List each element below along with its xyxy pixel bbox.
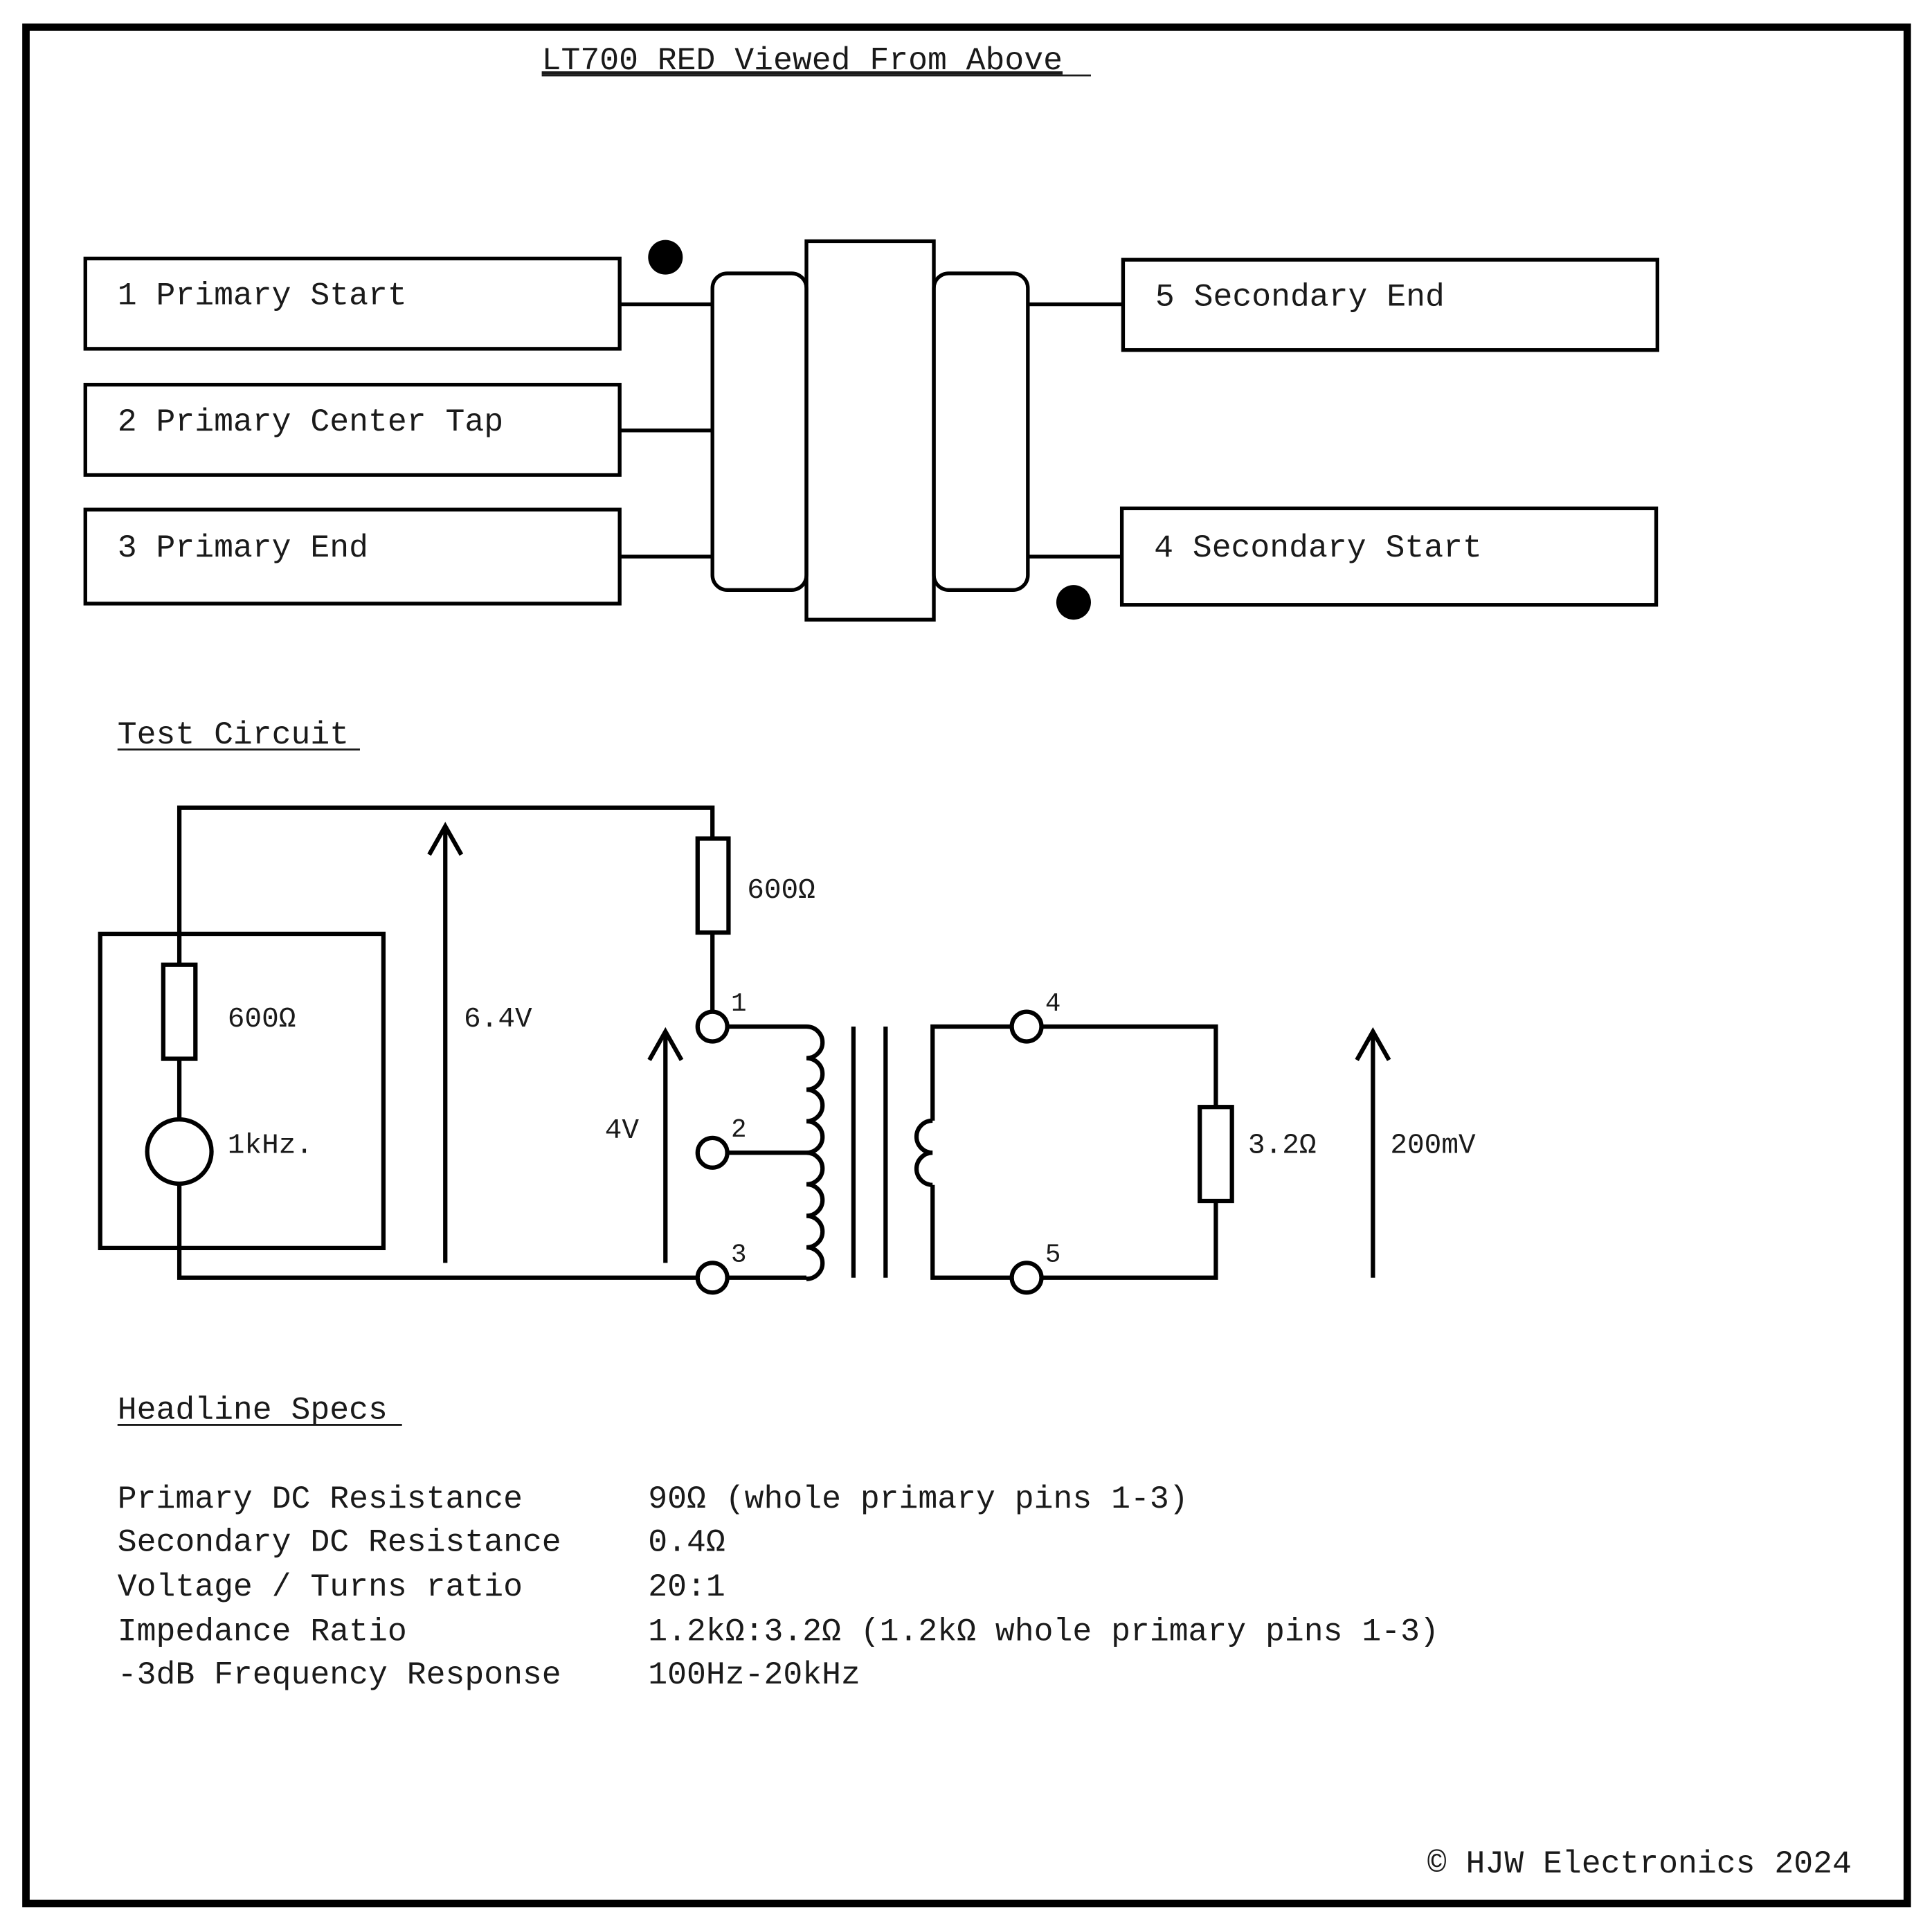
- secondary-winding: [914, 1118, 933, 1187]
- primary-winding: [806, 1024, 825, 1281]
- source-frequency-label: 1kHz.: [228, 1130, 313, 1162]
- pin-label-5: 5 Secondary End: [1155, 278, 1445, 315]
- wire-top: [177, 805, 715, 965]
- terminal-5: [1009, 1261, 1044, 1295]
- generator-box: [98, 931, 386, 1251]
- terminal-label-4: 4: [1045, 990, 1061, 1019]
- pin-label-3: 3 Primary End: [118, 530, 368, 566]
- load-wire-top: [1041, 1024, 1218, 1108]
- series-resistor-label: 600Ω: [747, 875, 815, 907]
- pinout-view: [83, 239, 1660, 622]
- test-circuit-heading: Test Circuit: [118, 716, 349, 753]
- spec-value: 0.4Ω: [648, 1524, 725, 1561]
- copyright-footer: © HJW Electronics 2024: [1427, 1845, 1852, 1882]
- spec-value: 1.2kΩ:3.2Ω (1.2kΩ whole primary pins 1-3…: [648, 1613, 1439, 1650]
- terminal-3: [695, 1261, 730, 1295]
- arrowhead-primary-voltage: [647, 1027, 684, 1061]
- secondary-bobbin: [932, 271, 1030, 592]
- terminal-4: [1009, 1009, 1044, 1044]
- ac-source: [145, 1117, 214, 1186]
- spec-value: 100Hz-20kHz: [648, 1656, 860, 1693]
- spec-name: Impedance Ratio: [118, 1613, 407, 1650]
- series-resistor: [695, 836, 731, 935]
- load-resistor-label: 3.2Ω: [1248, 1130, 1317, 1162]
- terminal-label-2: 2: [731, 1116, 747, 1145]
- load-wire-bottom: [1041, 1200, 1218, 1280]
- secondary-wire-bottom: [930, 1184, 1012, 1280]
- terminal-1: [695, 1009, 730, 1044]
- pin-label-2: 2 Primary Center Tap: [118, 404, 503, 440]
- primary-voltage-label: 4V: [605, 1115, 640, 1147]
- terminal-label-1: 1: [731, 990, 747, 1019]
- terminal-2: [695, 1135, 730, 1170]
- page-frame: [22, 23, 1911, 1908]
- source-resistor-label: 600Ω: [228, 1004, 296, 1036]
- wire-bottom: [177, 1183, 698, 1280]
- spec-name: Primary DC Resistance: [118, 1481, 523, 1517]
- source-voltage-label: 6.4V: [464, 1004, 532, 1036]
- terminal-label-3: 3: [731, 1241, 747, 1270]
- spec-value: 20:1: [648, 1569, 725, 1605]
- source-resistor: [161, 962, 198, 1061]
- pin-label-4: 4 Secondary Start: [1154, 530, 1482, 566]
- arrowhead-source-voltage: [427, 822, 464, 856]
- spec-name: Voltage / Turns ratio: [118, 1569, 523, 1605]
- specs-table: Primary DC Resistance 90Ω (whole primary…: [118, 1481, 1439, 1693]
- transformer-core: [804, 239, 936, 622]
- specs-heading: Headline Specs: [118, 1391, 388, 1428]
- test-circuit: [98, 805, 1391, 1295]
- secondary-wire-top: [930, 1024, 1012, 1121]
- page-title: LT700 RED Viewed From Above: [542, 42, 1063, 79]
- load-resistor: [1198, 1105, 1234, 1204]
- terminal-label-5: 5: [1045, 1241, 1061, 1270]
- spec-name: Secondary DC Resistance: [118, 1524, 561, 1561]
- primary-bobbin: [710, 271, 809, 592]
- spec-name: -3dB Frequency Response: [118, 1656, 561, 1693]
- primary-phase-dot: [648, 240, 683, 275]
- arrowhead-secondary-voltage: [1355, 1027, 1391, 1061]
- pin-label-1: 1 Primary Start: [118, 278, 407, 314]
- spec-value: 90Ω (whole primary pins 1-3): [648, 1481, 1188, 1517]
- secondary-voltage-label: 200mV: [1390, 1130, 1476, 1162]
- secondary-phase-dot: [1056, 585, 1091, 620]
